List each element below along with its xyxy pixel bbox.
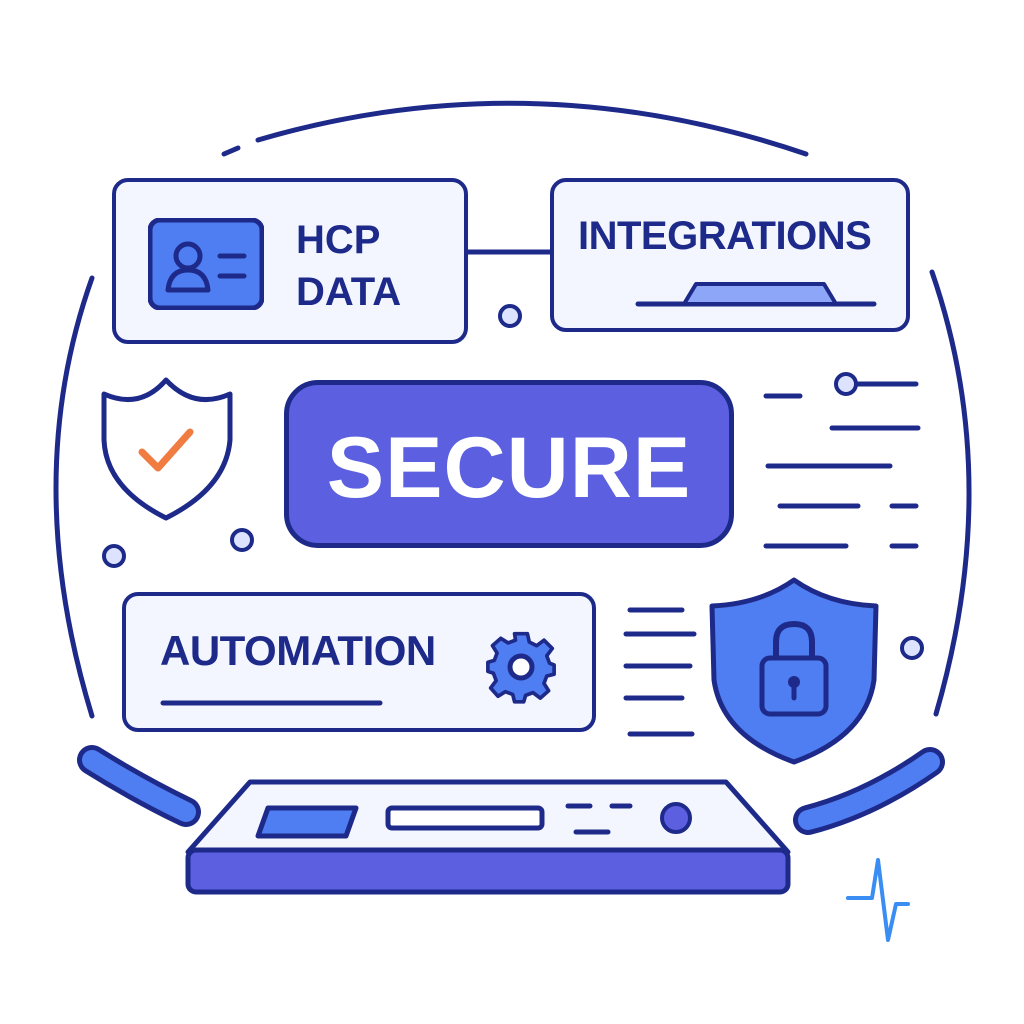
right-text-lines (623, 381, 921, 737)
right-side-arc (929, 269, 972, 717)
top-arc (255, 100, 809, 157)
device-tray-icon (185, 779, 791, 895)
hcp-data-title-line2: DATA (296, 270, 402, 314)
check-shield-icon (101, 377, 233, 521)
right-bumper-fill (798, 752, 940, 830)
automation-title: AUTOMATION (160, 627, 436, 674)
dot (900, 636, 924, 660)
dot (230, 528, 254, 552)
automation-underline (160, 700, 383, 706)
slider-bar-icon (635, 282, 877, 307)
secure-button[interactable]: SECURE (284, 380, 734, 548)
gear-icon (486, 631, 556, 704)
dot (498, 304, 522, 328)
hcp-data-title-line1: HCP (296, 218, 381, 262)
integrations-title: INTEGRATIONS (578, 214, 872, 258)
left-bumper-fill (82, 750, 196, 822)
slider-knob (834, 372, 858, 396)
id-card-icon (148, 218, 264, 310)
lightning-icon (846, 858, 910, 942)
left-side-arc (53, 275, 95, 719)
secure-label: SECURE (326, 420, 692, 516)
lock-shield-icon (709, 577, 879, 765)
top-arc-dash (221, 145, 241, 157)
dot (102, 544, 126, 568)
